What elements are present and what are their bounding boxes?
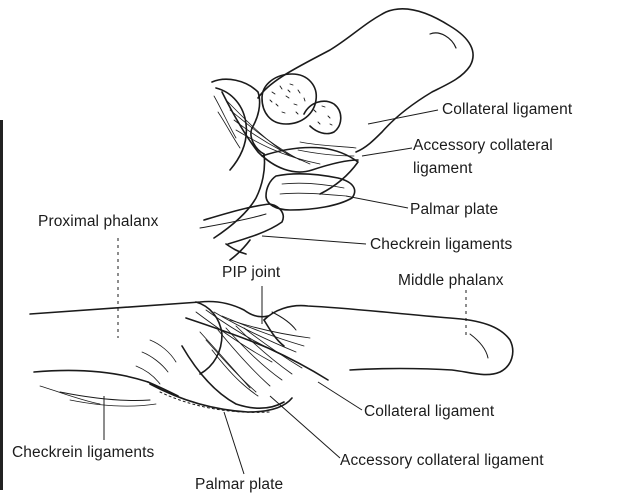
label-upper-palmar-plate: Palmar plate (410, 201, 498, 219)
lower-proximal-phalanx (30, 301, 268, 316)
lower-checkrein-ligaments (60, 392, 150, 401)
upper-palmar-plate (266, 174, 355, 210)
label-upper-accessory-collateral-ligament-line1: Accessory collateral (413, 137, 553, 155)
label-proximal-phalanx: Proximal phalanx (38, 213, 159, 231)
label-upper-checkrein-ligaments: Checkrein ligaments (370, 236, 512, 254)
upper-joint-illustration (200, 9, 473, 260)
label-lower-collateral-ligament: Collateral ligament (364, 403, 494, 421)
upper-checkrein-ligaments (204, 204, 283, 244)
label-lower-palmar-plate: Palmar plate (195, 476, 283, 494)
scan-edge-artifact (0, 120, 3, 490)
lower-joint-illustration (30, 301, 513, 412)
label-upper-collateral-ligament: Collateral ligament (442, 101, 572, 119)
label-lower-accessory-collateral-ligament: Accessory collateral ligament (340, 452, 544, 470)
label-pip-joint: PIP joint (222, 264, 280, 282)
label-middle-phalanx: Middle phalanx (398, 272, 504, 290)
upper-collateral-ligament (222, 92, 358, 172)
lower-accessory-collateral-ligament (182, 346, 284, 408)
upper-articular-surface (262, 74, 316, 124)
label-upper-accessory-collateral-ligament-line2: ligament (413, 160, 472, 178)
upper-leader-lines (262, 110, 438, 244)
label-lower-checkrein-ligaments: Checkrein ligaments (12, 444, 154, 462)
upper-middle-phalanx (258, 9, 473, 152)
lower-collateral-ligament (186, 318, 328, 380)
